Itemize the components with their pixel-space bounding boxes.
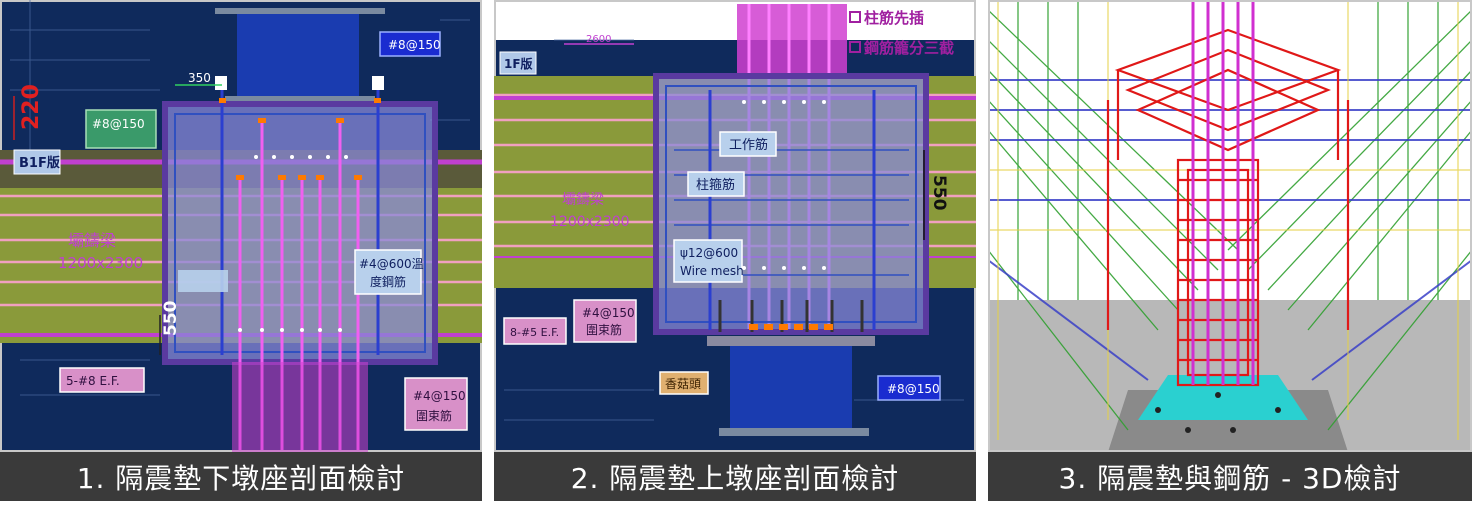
- svg-text:#4@150: #4@150: [582, 306, 635, 320]
- svg-text:5-#8 E.F.: 5-#8 E.F.: [66, 374, 120, 388]
- caption-panel-3: 3. 隔震墊與鋼筋 - 3D檢討: [988, 452, 1472, 501]
- svg-text:#8@150: #8@150: [388, 38, 441, 52]
- svg-text:度鋼筋: 度鋼筋: [370, 274, 406, 289]
- panel-2-drawing: 2600 550 壩鑄梁 1200x2300 柱筋先插 鋼筋籠分三截 1F版 工…: [494, 0, 976, 452]
- caption-2-text: 2. 隔震墊上墩座剖面檢討: [570, 461, 900, 495]
- svg-text:8-#5 E.F.: 8-#5 E.F.: [510, 326, 559, 339]
- dim-220-text: 220: [19, 84, 44, 130]
- svg-text:#4@600溫: #4@600溫: [359, 257, 424, 271]
- svg-text:#8@150: #8@150: [92, 117, 145, 131]
- rebar-br-callout: #8@150: [877, 375, 941, 401]
- svg-text:圍束筋: 圍束筋: [586, 322, 622, 337]
- ties-callout-2: #4@150 圍束筋: [573, 299, 637, 343]
- panel-3-drawing: [988, 0, 1472, 452]
- caption-panel-2: 2. 隔震墊上墩座剖面檢討: [494, 452, 976, 501]
- svg-text:#8@150: #8@150: [887, 382, 940, 396]
- floor-label: 1F版: [499, 51, 537, 75]
- svg-text:鋼筋籠分三截: 鋼筋籠分三截: [863, 39, 954, 57]
- dim-350-text: 350: [188, 71, 211, 85]
- beam-name-text: 壩鑄梁: [68, 231, 116, 250]
- ef-callout: 8-#5 E.F.: [503, 317, 567, 345]
- svg-text:#4@150: #4@150: [413, 389, 466, 403]
- caption-3-text: 3. 隔震墊與鋼筋 - 3D檢討: [1058, 461, 1402, 495]
- rebar-left-callout: #8@150: [85, 109, 157, 149]
- svg-text:香菇頭: 香菇頭: [665, 377, 701, 391]
- beam-size-text: 1200x2300: [58, 254, 143, 272]
- hoop-callout: 柱箍筋: [687, 171, 745, 197]
- rebar-top-callout: #8@150: [379, 31, 441, 57]
- panel-1-lower-pedestal: 220 350 550 壩鑄梁 1200x2300 B1F版 #8@150 #8…: [0, 0, 482, 452]
- beam-size-text-2: 1200x2300: [550, 214, 630, 230]
- legend: 柱筋先插 鋼筋籠分三截: [849, 9, 954, 57]
- dim-550-text: 550: [161, 300, 181, 336]
- svg-text:柱筋先插: 柱筋先插: [864, 9, 924, 27]
- svg-text:B1F版: B1F版: [19, 155, 60, 171]
- svg-text:圍束筋: 圍束筋: [416, 408, 452, 423]
- dim-2600-text: 2600: [586, 34, 611, 45]
- dim-550-text-2: 550: [929, 175, 949, 211]
- ties-callout: #4@150 圍束筋: [404, 377, 468, 431]
- caption-panel-1: 1. 隔震墊下墩座剖面檢討: [0, 452, 482, 501]
- mushroom-head-callout: 香菇頭: [659, 371, 709, 395]
- svg-text:1F版: 1F版: [504, 56, 533, 71]
- bottom-bars-callout: 5-#8 E.F.: [59, 367, 145, 393]
- panel-2-upper-pedestal: 2600 550 壩鑄梁 1200x2300 柱筋先插 鋼筋籠分三截 1F版 工…: [494, 0, 976, 452]
- svg-text:Wire mesh: Wire mesh: [680, 264, 744, 278]
- panel-1-drawing: 220 350 550 壩鑄梁 1200x2300 B1F版 #8@150 #8…: [0, 0, 482, 452]
- panel-3-3d-rebar: [988, 0, 1472, 452]
- beam-name-text-2: 壩鑄梁: [562, 192, 604, 208]
- b1f-label: B1F版: [13, 149, 61, 175]
- work-bar-callout: 工作筋: [719, 131, 777, 157]
- svg-text:工作筋: 工作筋: [729, 137, 768, 153]
- svg-text:ψ12@600: ψ12@600: [680, 246, 738, 260]
- svg-text:柱箍筋: 柱箍筋: [696, 177, 735, 193]
- caption-1-text: 1. 隔震墊下墩座剖面檢討: [76, 461, 406, 495]
- wire-mesh-callout: ψ12@600 Wire mesh: [673, 239, 744, 283]
- mesh-callout: #4@600溫 度鋼筋: [354, 249, 424, 295]
